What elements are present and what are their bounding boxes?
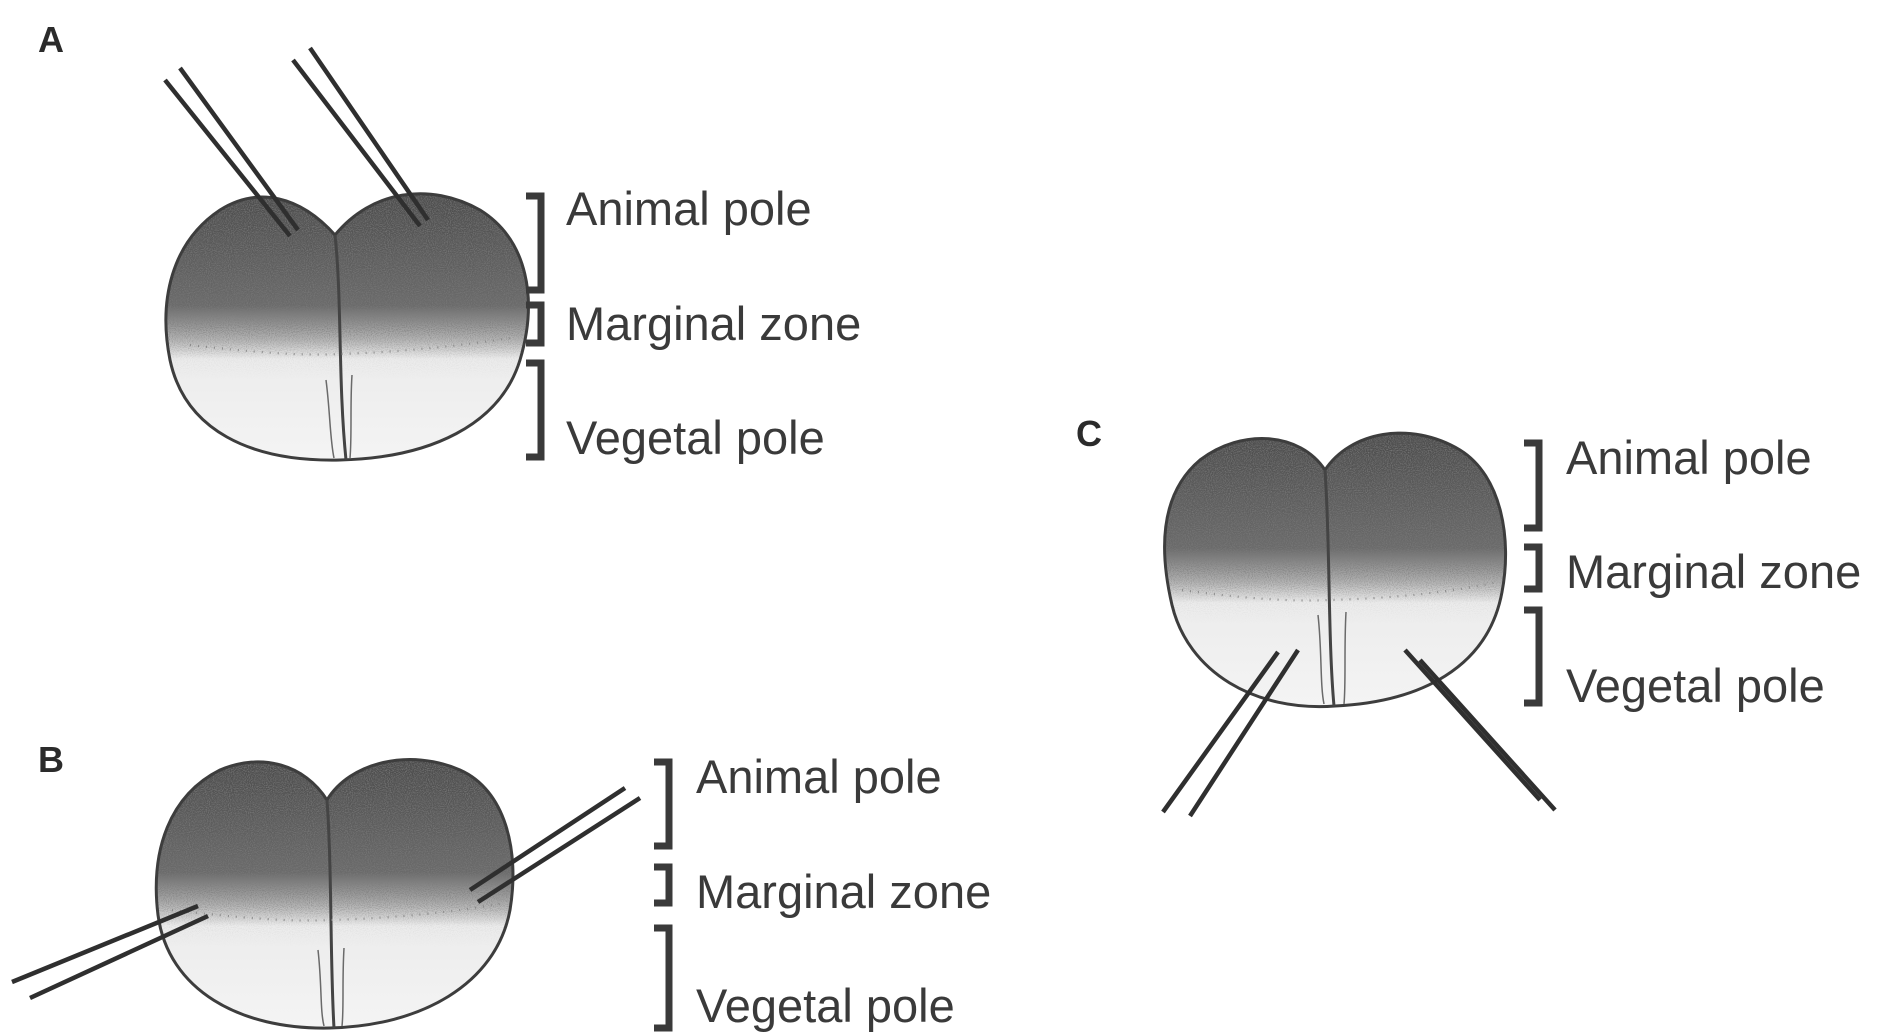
panel-letter-b: B: [38, 739, 64, 780]
micropipette-c-right: [1405, 650, 1555, 810]
bracket-animal-b: [654, 762, 669, 846]
panel-c: C Animal pole Marginal zone Vegetal pole: [1076, 413, 1861, 816]
embryo-c: [1165, 433, 1506, 706]
label-vegetal-pole-c: Vegetal pole: [1566, 659, 1825, 712]
bracket-animal-a: [526, 196, 541, 290]
bracket-animal-c: [1524, 443, 1539, 528]
embryo-a: [166, 194, 528, 460]
label-animal-pole-b: Animal pole: [696, 750, 942, 803]
bracket-vegetal-a: [526, 363, 541, 457]
panel-letter-c: C: [1076, 413, 1102, 454]
bracket-marginal-c: [1524, 547, 1539, 589]
label-animal-pole-a: Animal pole: [566, 182, 812, 235]
panel-b: B Animal pole Marginal zone Vegetal pole: [12, 739, 991, 1032]
label-vegetal-pole-a: Vegetal pole: [566, 411, 825, 464]
label-marginal-zone-a: Marginal zone: [566, 297, 861, 350]
bracket-vegetal-c: [1524, 610, 1539, 703]
bracket-vegetal-b: [654, 928, 669, 1028]
panel-a: A Animal pole Marginal zone Vegetal pole: [38, 19, 861, 464]
label-animal-pole-c: Animal pole: [1566, 431, 1812, 484]
label-marginal-zone-c: Marginal zone: [1566, 545, 1861, 598]
panel-letter-a: A: [38, 19, 64, 60]
bracket-marginal-b: [654, 867, 669, 903]
embryo-b: [156, 760, 513, 1029]
label-vegetal-pole-b: Vegetal pole: [696, 979, 955, 1032]
label-marginal-zone-b: Marginal zone: [696, 865, 991, 918]
